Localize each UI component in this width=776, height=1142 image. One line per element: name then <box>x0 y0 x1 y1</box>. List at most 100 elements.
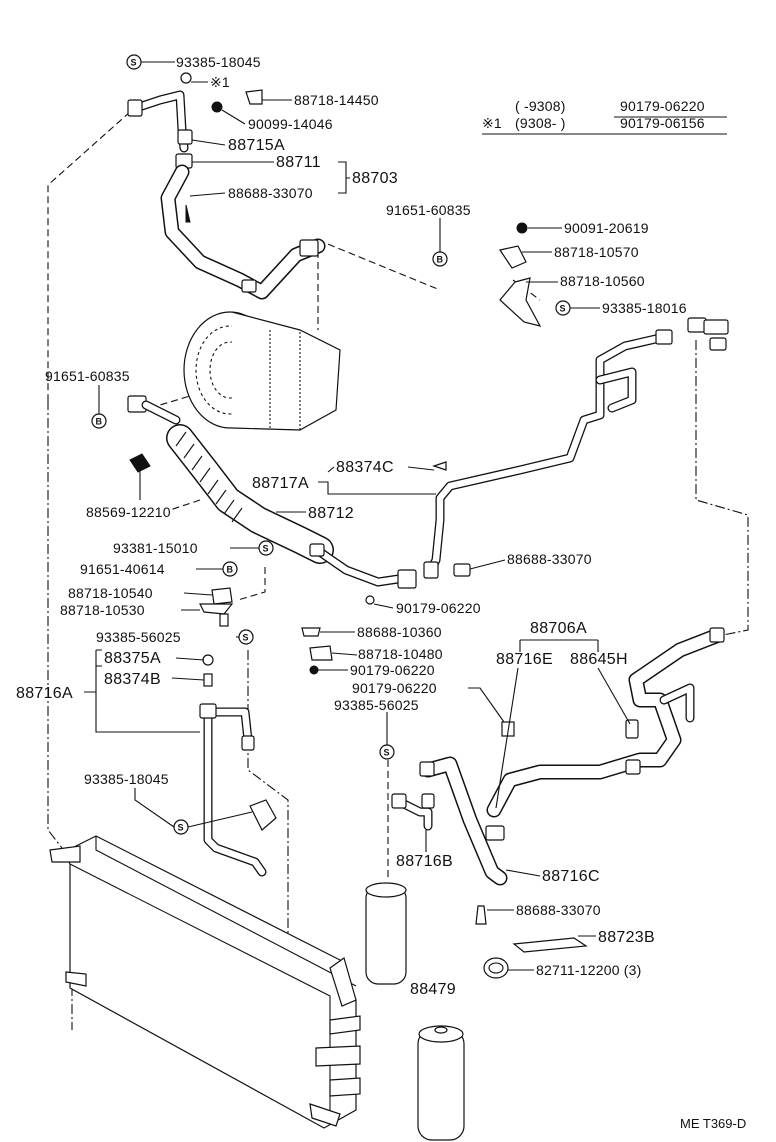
middle-fittings <box>301 627 515 737</box>
label-93385-18016: 93385-18016 <box>602 300 687 316</box>
label-88374C: 88374C <box>336 459 394 476</box>
svg-text:S: S <box>131 58 137 68</box>
guide-hose-clamp <box>169 499 201 511</box>
label-91651-40614: 91651-40614 <box>80 561 165 577</box>
receiver-installed <box>365 882 407 985</box>
svg-text:B: B <box>96 417 103 427</box>
cap-88375A <box>202 654 214 666</box>
svg-text:S: S <box>178 823 184 833</box>
compressor <box>183 311 341 431</box>
clamp-82711-12200 <box>483 957 509 979</box>
label-91651-60835-right: 91651-60835 <box>386 202 471 218</box>
label-88712: 88712 <box>308 505 354 522</box>
label-88718-10560: 88718-10560 <box>560 273 645 289</box>
legend-row2-range: (9308- ) <box>515 115 566 131</box>
svg-text:B: B <box>437 255 444 265</box>
cap-88374C <box>432 461 447 471</box>
label-90091-20619: 90091-20619 <box>564 220 649 236</box>
clamp-88718-10530 <box>199 603 234 615</box>
clamp-88718-10570 <box>499 245 527 269</box>
bolt-88688-33070-low <box>475 905 487 925</box>
nut-90179-06220-a <box>365 595 375 605</box>
label-88718-10540: 88718-10540 <box>68 585 153 601</box>
pad-88723B <box>512 937 588 953</box>
guide-right <box>695 340 749 637</box>
label-88688-33070-top: 88688-33070 <box>228 185 313 201</box>
label-88479: 88479 <box>410 981 456 998</box>
figure-code: ME T369-D <box>680 1116 746 1131</box>
core-88374B <box>203 673 213 687</box>
svg-text:S: S <box>243 633 249 643</box>
label-88645H: 88645H <box>570 651 628 668</box>
label-88717A: 88717A <box>252 475 309 492</box>
nut-90179-06220-b <box>309 665 319 675</box>
part-labels: 93385-18045 ※1 88718-14450 90099-14046 8… <box>16 54 687 998</box>
suction-pipe-upper <box>423 317 729 579</box>
label-91651-60835-left: 91651-60835 <box>45 368 130 384</box>
nut-90099-14046 <box>211 101 223 113</box>
legend-row1-range: ( -9308) <box>515 98 566 114</box>
label-88716B: 88716B <box>396 853 453 870</box>
label-93385-56025-left: 93385-56025 <box>96 629 181 645</box>
legend-row2-mark: ※1 <box>482 115 502 131</box>
label-88688-10360: 88688-10360 <box>357 624 442 640</box>
label-93385-56025-mid: 93385-56025 <box>334 697 419 713</box>
label-88718-10480: 88718-10480 <box>358 646 443 662</box>
bolt-88688-33070-top <box>185 204 191 223</box>
label-88718-10570: 88718-10570 <box>554 244 639 260</box>
label-90179-06220-a: 90179-06220 <box>396 600 481 616</box>
lower-parts <box>475 905 588 979</box>
label-88716E: 88716E <box>496 651 553 668</box>
label-mark1: ※1 <box>210 74 230 90</box>
pressure-switch-88645H <box>625 719 639 739</box>
legend-row1-part: 90179-06220 <box>620 98 705 114</box>
svg-text:B: B <box>227 565 234 575</box>
condenser <box>49 835 361 1129</box>
label-82711-12200: 82711-12200 (3) <box>536 962 641 978</box>
clamp-88569-12210 <box>129 453 151 473</box>
label-88715A: 88715A <box>228 137 285 154</box>
clip-88718-14450 <box>245 89 263 105</box>
bolt-90091-20619 <box>516 222 528 234</box>
guide-left-upper <box>47 111 131 400</box>
label-88711: 88711 <box>276 154 321 171</box>
svg-text:S: S <box>263 544 269 554</box>
svg-text:S: S <box>560 304 566 314</box>
brackets-right <box>499 222 542 327</box>
label-88718-14450: 88718-14450 <box>294 92 379 108</box>
liquid-pipe-88716C <box>419 756 508 886</box>
receiver-88479 <box>417 1025 465 1141</box>
label-90099-14046: 90099-14046 <box>248 116 333 132</box>
label-90179-06220-b: 90179-06220 <box>350 662 435 678</box>
label-90179-06220-c: 90179-06220 <box>352 680 437 696</box>
liquid-pipe-88706A <box>486 627 725 818</box>
leader-lines <box>84 61 631 971</box>
liquid-pipe-88716B <box>391 793 435 831</box>
suction-hose-88712 <box>127 395 417 605</box>
label-88718-10530: 88718-10530 <box>60 602 145 618</box>
label-88688-33070-mid: 88688-33070 <box>507 551 592 567</box>
symbol-markers: S B S B S B S S S <box>91 54 571 835</box>
label-88569-12210: 88569-12210 <box>86 504 171 520</box>
bolt-88688-10360 <box>301 627 321 637</box>
label-88688-33070-low: 88688-33070 <box>516 902 601 918</box>
label-88716A: 88716A <box>16 685 73 702</box>
label-88723B: 88723B <box>598 929 655 946</box>
guide-clamp <box>237 567 266 601</box>
discharge-hose-88703 <box>127 72 326 300</box>
liquid-pipe-88716A <box>199 587 277 877</box>
bracket-88718-10560 <box>499 277 542 327</box>
legend-row2-part: 90179-06156 <box>620 115 705 131</box>
guide-left-lower <box>47 400 63 849</box>
clamp-88718-10540 <box>211 587 233 605</box>
variant-legend: ( -9308) 90179-06220 ※1 (9308- ) 90179-0… <box>482 98 727 135</box>
label-88374B: 88374B <box>104 671 161 688</box>
clip-88718-10480 <box>309 645 333 661</box>
svg-text:S: S <box>384 748 390 758</box>
label-93385-18045-low: 93385-18045 <box>84 771 169 787</box>
label-93381-15010: 93381-15010 <box>113 540 198 556</box>
label-88706A: 88706A <box>530 620 587 637</box>
label-88375A: 88375A <box>104 650 161 667</box>
guide-bolt-b-right <box>317 239 441 291</box>
label-88703: 88703 <box>352 170 398 187</box>
